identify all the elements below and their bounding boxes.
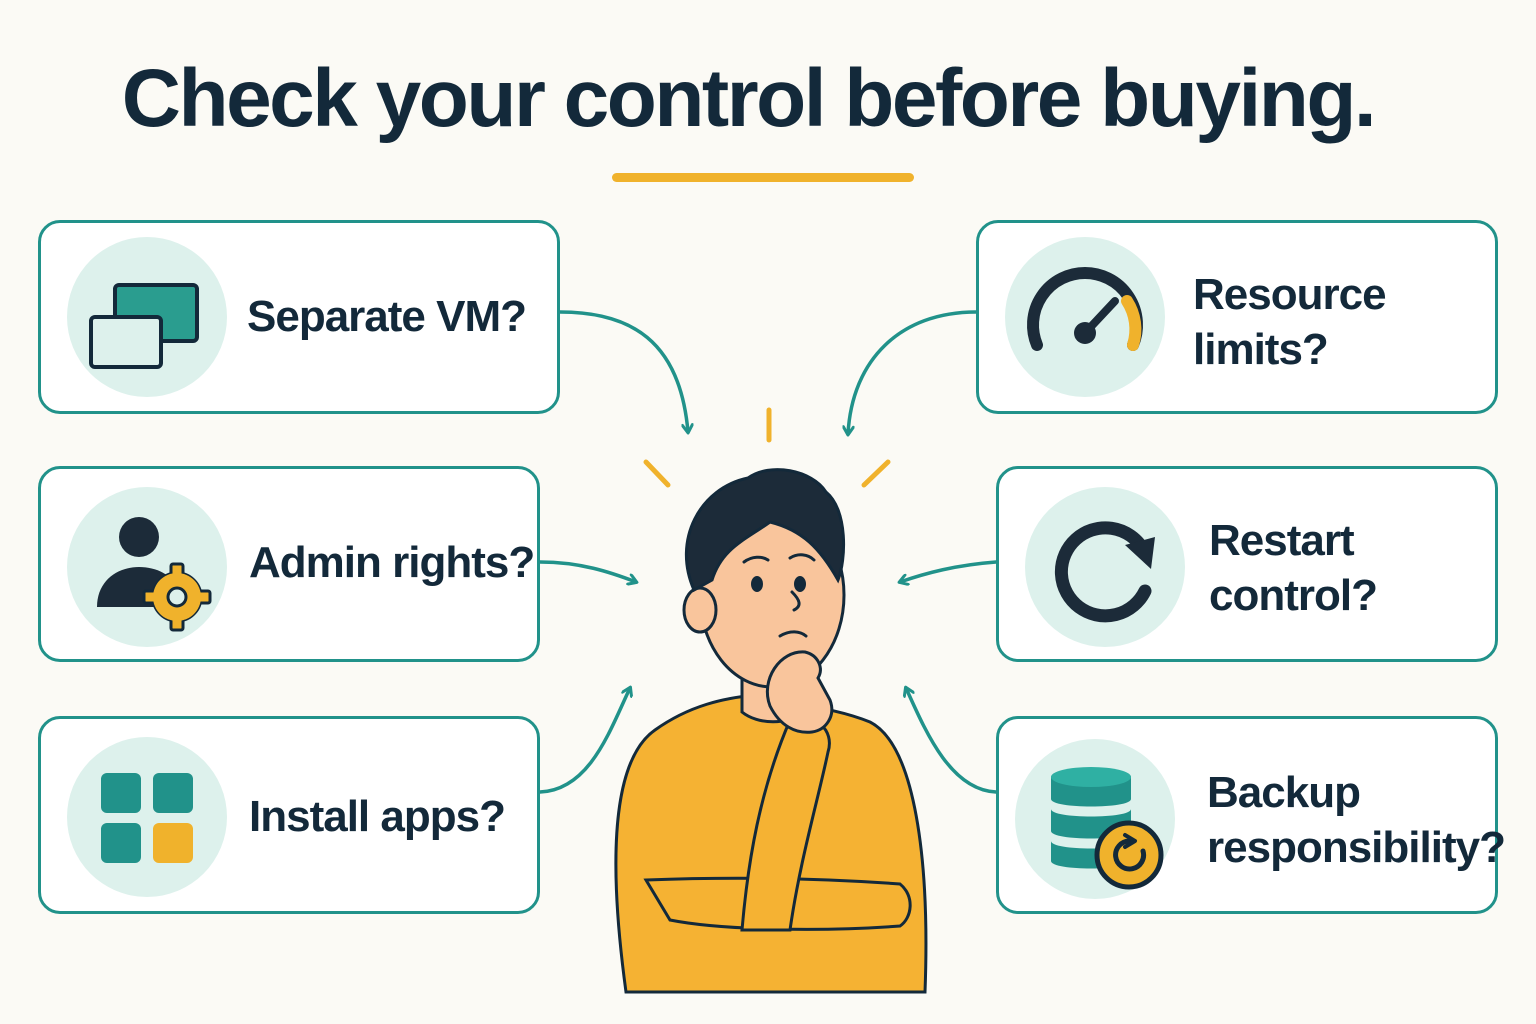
card-label: Install apps?: [249, 792, 506, 841]
arrow-backup: [906, 688, 998, 794]
page-title: Check your control before buying.: [121, 53, 1377, 144]
card-backup-responsibility[interactable]: Backup responsibility?: [996, 716, 1506, 914]
card-separate-vm[interactable]: Separate VM?: [38, 220, 560, 414]
restart-icon: [1054, 521, 1155, 623]
gauge-icon: [1027, 267, 1143, 351]
card-admin-rights[interactable]: Admin rights?: [38, 466, 540, 662]
card-install-apps[interactable]: Install apps?: [38, 716, 540, 914]
icon-badge: [67, 237, 227, 397]
windows-icon: [89, 283, 199, 369]
card-label: Restart control?: [1209, 516, 1378, 620]
arrow-separate-vm: [558, 310, 688, 432]
card-restart-control[interactable]: Restart control?: [996, 466, 1498, 662]
arrow-resource-limits: [848, 310, 978, 434]
arrow-install-apps: [538, 688, 630, 794]
card-label: Backup responsibility?: [1207, 768, 1506, 872]
icon-badge: [67, 487, 227, 647]
arrow-restart-control: [900, 560, 998, 582]
title-underline: [612, 173, 914, 182]
icon-badge: [1015, 739, 1175, 899]
database-backup-icon: [1051, 767, 1164, 890]
app-grid-icon: [101, 773, 193, 863]
icon-badge: [1005, 237, 1165, 397]
arrow-admin-rights: [538, 560, 636, 582]
icon-badge: [1025, 487, 1185, 647]
card-resource-limits[interactable]: Resource limits?: [976, 220, 1498, 414]
card-label: Separate VM?: [247, 292, 527, 341]
card-label: Resource limits?: [1193, 270, 1387, 374]
card-label: Admin rights?: [249, 538, 535, 587]
icon-badge: [67, 737, 227, 897]
spark-lines: [643, 407, 891, 488]
user-gear-icon: [97, 517, 212, 632]
